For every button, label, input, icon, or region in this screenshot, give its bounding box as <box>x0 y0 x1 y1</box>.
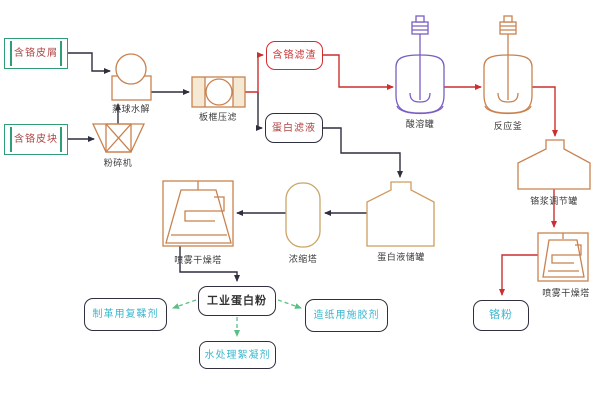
roller-line-icon <box>60 127 62 152</box>
node-label: 工业蛋白粉 <box>207 293 267 307</box>
spray-dryer-left-icon <box>162 180 234 247</box>
caption-acid-tank: 酸溶罐 <box>405 120 435 130</box>
protein-storage-tank-icon <box>366 181 435 247</box>
roller-line-icon <box>10 127 12 152</box>
node-label: 蛋白滤液 <box>272 122 316 134</box>
caption-concentration-tower: 浓缩塔 <box>288 255 318 265</box>
arrow-scraps-to-digester <box>68 52 111 74</box>
node-chrome-powder: 铬粉 <box>473 300 529 331</box>
caption-reactor: 反应釜 <box>493 122 523 132</box>
arrow-filter-to-residue <box>245 52 264 93</box>
node-paper-sizing-agent: 造纸用施胶剂 <box>305 299 388 332</box>
node-chrome-residue: 含铬滤渣 <box>266 41 323 70</box>
reactor-icon <box>483 15 533 115</box>
arrow-powder-to-sizing <box>277 299 302 309</box>
concentration-tower-icon <box>285 182 321 248</box>
chrome-slurry-tank-icon <box>517 139 591 190</box>
roller-line-icon <box>10 41 12 66</box>
plate-frame-filter-icon <box>191 76 246 108</box>
node-label: 含铬皮块 <box>14 134 58 145</box>
arrow-filtrate-to-protein-tank <box>323 127 403 178</box>
node-label: 造纸用施胶剂 <box>313 310 380 321</box>
roller-line-icon <box>60 41 62 66</box>
caption-ball-digester: 蒸球水解 <box>111 105 151 115</box>
node-label: 铬粉 <box>489 308 513 322</box>
spray-dryer-right-icon <box>537 232 589 282</box>
node-label: 含铬皮屑 <box>14 48 58 59</box>
node-label: 水处理絮凝剂 <box>204 349 271 361</box>
node-chrome-scraps: 含铬皮屑 <box>4 38 68 69</box>
caption-spray-dryer-left: 喷雾干燥塔 <box>174 256 222 266</box>
node-label: 制革用复鞣剂 <box>92 309 159 320</box>
arrow-powder-to-retanning <box>172 299 197 309</box>
arrow-dryer-to-chrome-powder <box>499 254 538 296</box>
node-chrome-blocks: 含铬皮块 <box>4 124 68 155</box>
caption-crusher: 粉碎机 <box>103 159 133 169</box>
node-retanning-agent: 制革用复鞣剂 <box>84 298 167 331</box>
caption-protein-tank: 蛋白液储罐 <box>377 253 425 263</box>
caption-spray-dryer-right: 喷雾干燥塔 <box>542 289 590 299</box>
node-protein-filtrate: 蛋白滤液 <box>265 113 323 143</box>
arrow-reactor-to-slurry-tank <box>532 86 558 137</box>
node-label: 含铬滤渣 <box>272 50 317 61</box>
caption-chrome-slurry-tank: 铬浆调节罐 <box>530 197 578 207</box>
arrow-residue-to-acid-tank <box>323 54 394 90</box>
acid-tank-icon <box>395 15 445 115</box>
arrow-dryer-to-protein-powder <box>179 246 240 282</box>
ball-digester-icon <box>111 53 152 101</box>
caption-plate-frame-filter: 板框压滤 <box>198 113 238 123</box>
arrow-filter-to-filtrate <box>256 92 263 131</box>
crusher-icon <box>91 123 146 153</box>
node-water-flocculant: 水处理絮凝剂 <box>199 341 276 369</box>
node-industrial-protein-powder: 工业蛋白粉 <box>198 286 276 316</box>
